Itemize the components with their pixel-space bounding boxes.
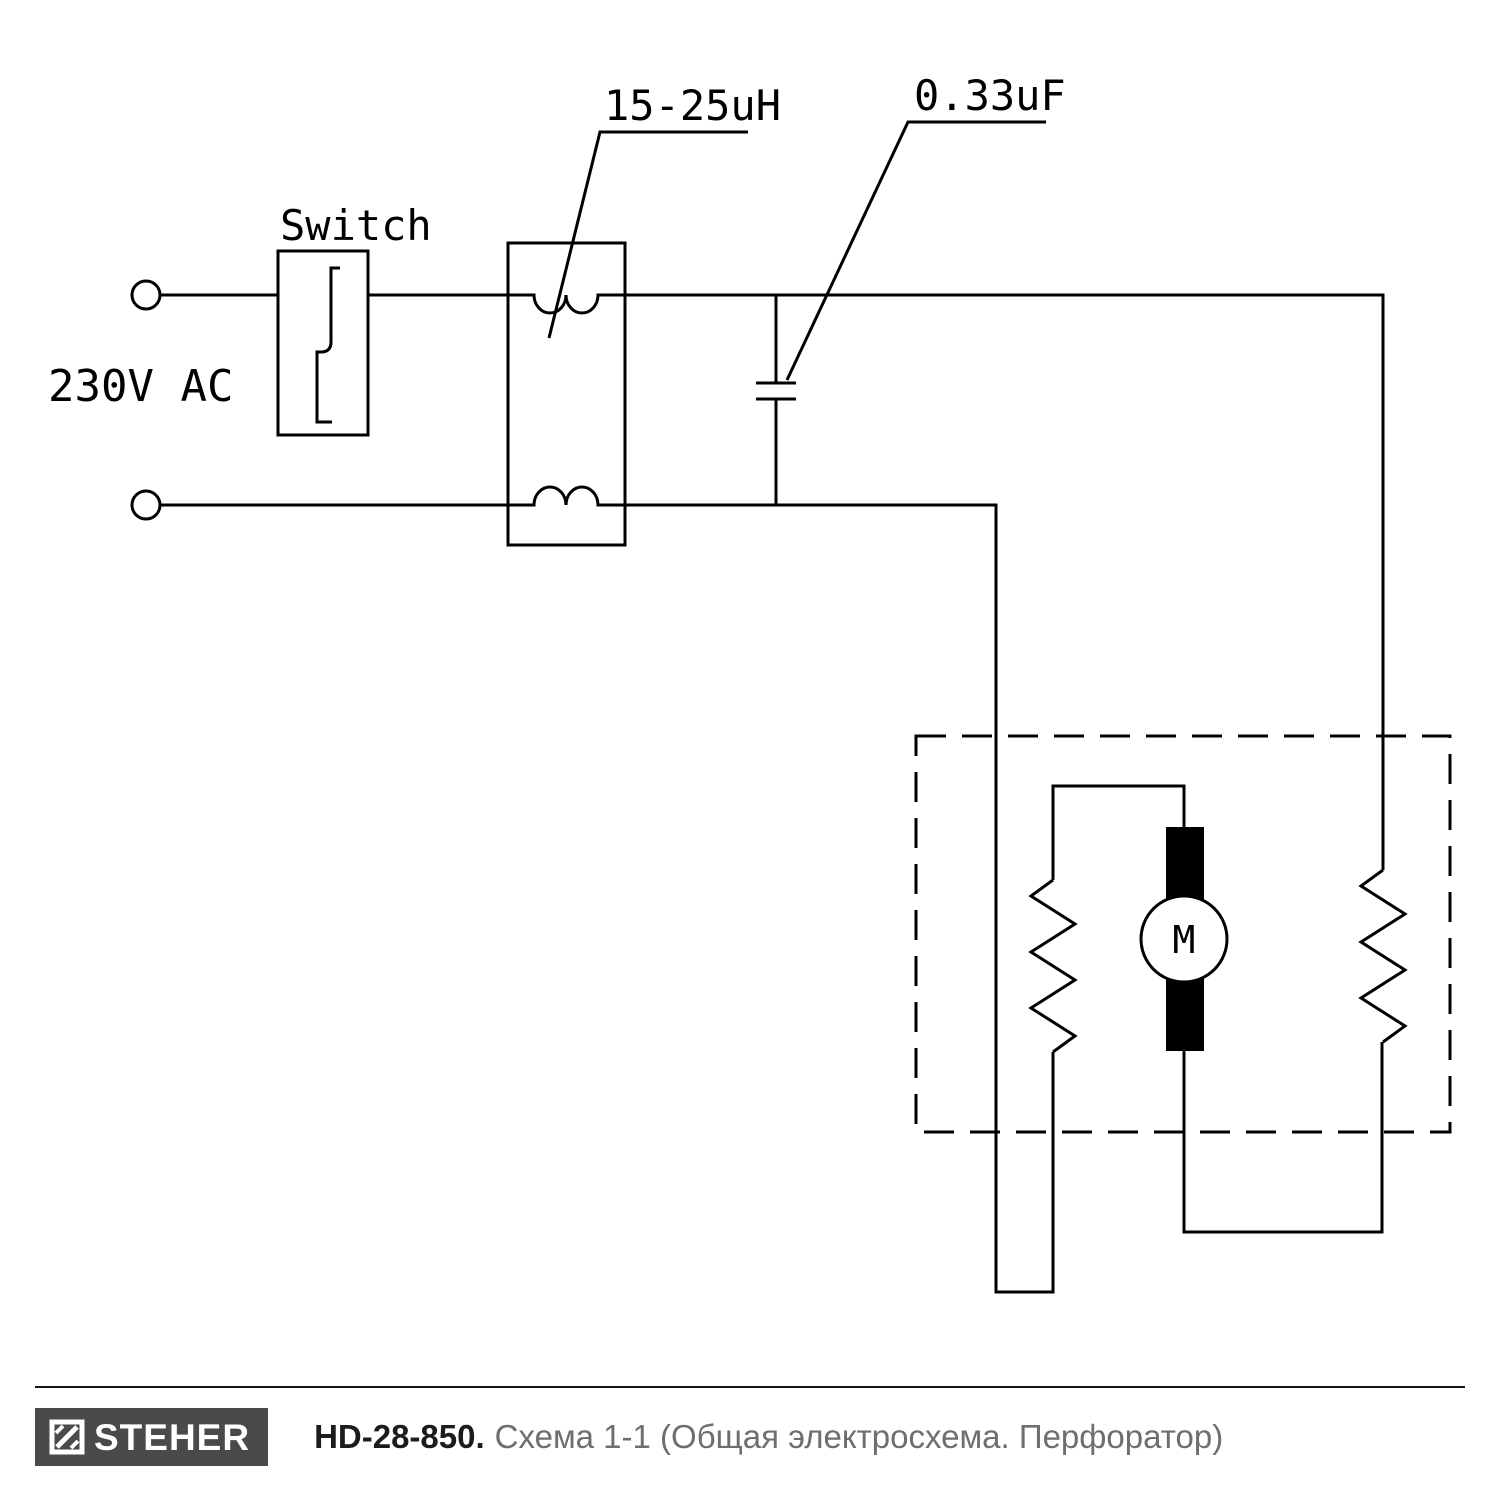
switch-symbol <box>315 266 340 424</box>
inductor-value-label: 15-25uH <box>604 81 781 130</box>
source-voltage-label: 230V AC <box>48 361 233 412</box>
wire-bottom-rail <box>625 503 1055 1294</box>
circuit-diagram: 230V AC Switch 15-25uH 0.33uF <box>48 71 1452 1294</box>
inductor-coil-bottom <box>508 485 625 507</box>
brand-name: STEHER <box>94 1416 251 1458</box>
motor-brush-bottom <box>1166 977 1204 1051</box>
capacitor-plates <box>756 381 796 401</box>
footer: STEHER HD-28-850.Схема 1-1 (Общая электр… <box>35 1408 1223 1466</box>
capacitor-value-label: 0.33uF <box>914 71 1066 120</box>
wire-motor-to-field-right <box>1182 1042 1384 1234</box>
switch-box <box>276 249 370 437</box>
schematic-caption: HD-28-850.Схема 1-1 (Общая электросхема.… <box>314 1417 1223 1457</box>
motor-circle <box>1139 894 1229 984</box>
field-winding-left <box>1028 878 1078 1054</box>
field-winding-right <box>1358 868 1408 1044</box>
wire-top-rail <box>625 293 1385 870</box>
footer-divider <box>35 1386 1465 1388</box>
input-terminal-top <box>130 279 162 311</box>
inductor-coil-top <box>508 293 625 315</box>
motor-brush-top <box>1166 827 1204 901</box>
input-terminal-bottom <box>130 489 162 521</box>
capacitor-leader-line <box>785 120 1046 381</box>
motor-label: M <box>1173 918 1196 962</box>
steher-logo: STEHER <box>35 1408 269 1466</box>
steher-logo-icon <box>49 1419 85 1455</box>
model-number: HD-28-850. <box>314 1418 485 1456</box>
inductor-leader-line <box>547 130 748 339</box>
switch-label: Switch <box>280 201 432 250</box>
inductor-box <box>506 241 627 547</box>
schematic-description: Схема 1-1 (Общая электросхема. Перфорато… <box>494 1418 1224 1456</box>
wire-field-left-to-brush <box>1051 784 1186 880</box>
